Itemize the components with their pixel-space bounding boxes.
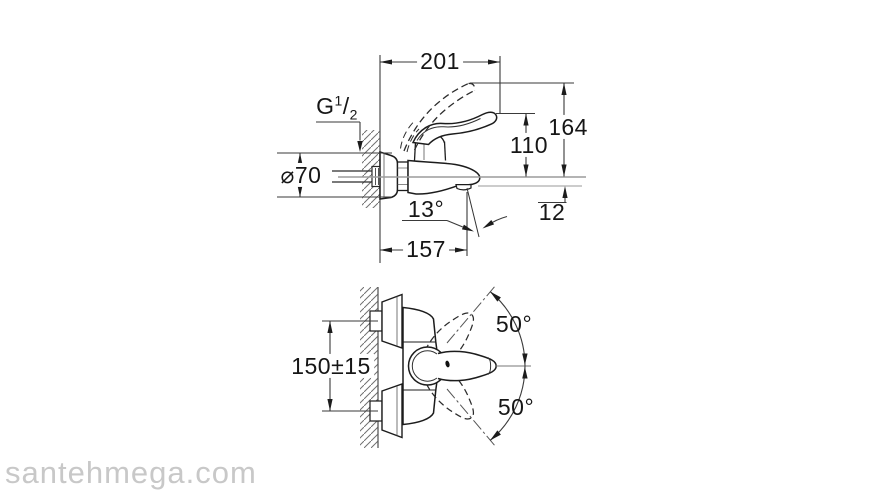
union-escutcheon-top xyxy=(381,293,403,349)
wall-section xyxy=(362,55,381,263)
thread-sup: 1 xyxy=(334,92,343,109)
dim-157-label: 157 xyxy=(403,237,449,261)
lever-dot xyxy=(445,360,450,368)
dim-13deg-label: 13° xyxy=(407,195,445,222)
cartridge-column-left xyxy=(413,141,417,161)
water-stream-line xyxy=(466,187,480,238)
wall-hatching xyxy=(362,130,380,208)
thread-base: G xyxy=(316,92,335,119)
handle-lever xyxy=(411,111,498,146)
dim-164-label: 164 xyxy=(545,115,591,139)
dim-50deg-up-label: 50° xyxy=(495,310,533,337)
faucet-side-outline xyxy=(379,132,481,200)
swivel-arc-arrows xyxy=(490,291,528,441)
watermark-text: santehmega.com xyxy=(5,455,257,490)
handle-lever-front xyxy=(428,350,497,382)
dim-110-label: 110 xyxy=(506,133,552,157)
dim-201-label: 201 xyxy=(417,49,463,73)
thread-slash: / xyxy=(342,92,350,119)
wall-escutcheon xyxy=(379,150,399,200)
inlet-unions xyxy=(369,293,403,439)
dim-150-arrows xyxy=(327,321,333,411)
dim-13-leader xyxy=(446,219,464,228)
connection-nut xyxy=(396,161,409,192)
dim-50deg-down-label: 50° xyxy=(497,393,535,420)
cartridge-column-right xyxy=(443,141,447,161)
dim-12-label: 12 xyxy=(538,198,566,225)
lever-shade-line xyxy=(416,118,481,141)
handle-lever-raised-dashed xyxy=(400,82,476,153)
thread-size-label: G1/2 xyxy=(313,92,361,121)
union-escutcheon-bottom xyxy=(381,383,403,439)
thread-sub: 2 xyxy=(349,106,358,123)
dim-150-label: 150±15 xyxy=(288,354,374,378)
spout-aerator xyxy=(455,184,472,191)
dim-dia70-label: ⌀70 xyxy=(277,163,325,187)
dimension-arrows-side xyxy=(297,59,568,253)
side-view xyxy=(277,55,586,263)
swivel-reference-lines xyxy=(446,284,497,448)
